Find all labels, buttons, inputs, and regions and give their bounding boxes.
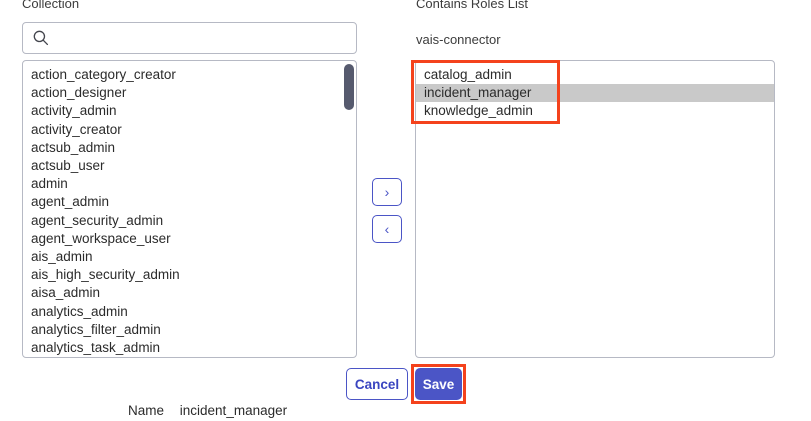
cancel-button[interactable]: Cancel — [346, 368, 408, 400]
name-row: Name incident_manager — [128, 403, 287, 418]
list-item[interactable]: incident_manager — [416, 84, 774, 103]
list-item[interactable]: activity_creator — [31, 121, 122, 137]
list-item[interactable]: catalog_admin — [424, 67, 512, 82]
list-item[interactable]: analytics_viewer — [23, 357, 356, 358]
available-list-scrollbar-thumb[interactable] — [344, 64, 354, 110]
list-item[interactable]: knowledge_admin — [424, 103, 533, 119]
search-input[interactable] — [50, 23, 356, 53]
chevron-left-icon: ‹ — [384, 221, 390, 237]
search-icon — [33, 30, 49, 46]
contains-roles-list-label: Contains Roles List — [416, 0, 528, 11]
list-item[interactable]: actsub_user — [31, 158, 105, 174]
name-field-value: incident_manager — [179, 403, 288, 418]
move-right-button[interactable]: › — [372, 178, 402, 206]
list-item[interactable]: ais_admin — [31, 249, 93, 265]
list-item[interactable]: agent_admin — [31, 194, 110, 210]
chevron-right-icon: › — [384, 184, 390, 200]
search-box[interactable] — [22, 22, 357, 54]
list-item[interactable]: agent_workspace_user — [31, 230, 171, 246]
selected-owner-name: vais-connector — [416, 32, 501, 47]
list-item[interactable]: aisa_admin — [31, 285, 101, 301]
list-item[interactable]: ais_high_security_admin — [31, 267, 180, 283]
name-field-label: Name — [128, 403, 165, 418]
move-left-button[interactable]: ‹ — [372, 215, 402, 243]
list-item[interactable]: activity_admin — [31, 103, 117, 119]
list-item[interactable]: analytics_filter_admin — [31, 321, 161, 337]
list-item[interactable]: actsub_admin — [31, 139, 116, 155]
save-button[interactable]: Save — [415, 368, 462, 400]
list-item[interactable]: action_designer — [31, 85, 127, 101]
available-list-scrollbar[interactable] — [344, 62, 354, 357]
list-item[interactable]: agent_security_admin — [31, 212, 164, 228]
list-item[interactable]: analytics_task_admin — [31, 340, 161, 356]
list-item[interactable]: action_category_creator — [31, 67, 176, 82]
list-item[interactable]: analytics_admin — [31, 303, 128, 319]
collection-label: Collection — [22, 0, 80, 11]
list-item[interactable]: admin — [31, 176, 68, 192]
